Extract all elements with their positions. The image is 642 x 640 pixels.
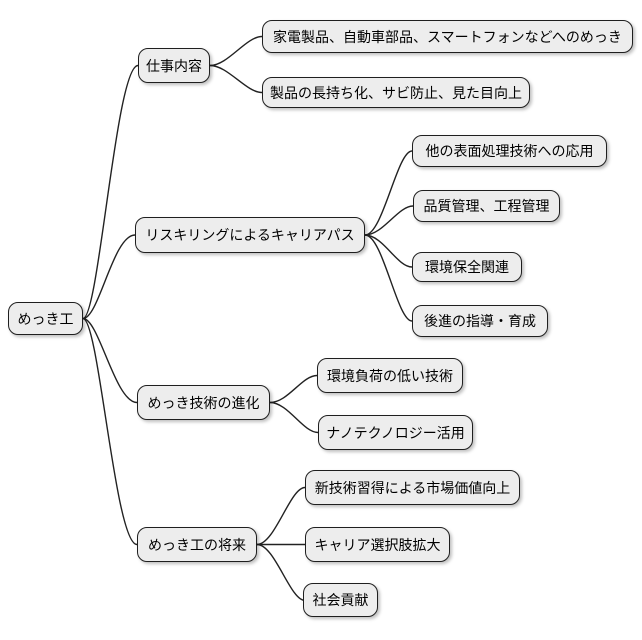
connector-root-reskilling xyxy=(82,234,136,320)
connector-job-targets xyxy=(209,35,263,67)
connector-reskilling-environment xyxy=(364,234,413,268)
leaf-quality-process-management: 品質管理、工程管理 xyxy=(413,190,560,222)
connector-evolution-nanotech xyxy=(269,401,319,434)
connector-future-social xyxy=(256,543,306,602)
connector-root-job xyxy=(82,64,139,320)
leaf-product-benefits: 製品の長持ち化、サビ防止、見た目向上 xyxy=(262,77,530,108)
leaf-environment-preservation: 環境保全関連 xyxy=(412,252,522,282)
branch-plating-worker-future: めっき工の将来 xyxy=(137,527,257,562)
leaf-nanotechnology-use: ナノテクノロジー活用 xyxy=(318,415,473,450)
leaf-social-contribution: 社会貢献 xyxy=(303,583,378,617)
leaf-career-options-expansion: キャリア選択肢拡大 xyxy=(305,527,450,562)
leaf-mentoring-successors: 後進の指導・育成 xyxy=(412,305,548,337)
connector-reskilling-quality xyxy=(364,205,414,236)
connector-job-benefits xyxy=(209,64,263,94)
branch-reskilling-career-path: リスキリングによるキャリアパス xyxy=(135,217,365,253)
branch-plating-tech-evolution: めっき技術の進化 xyxy=(137,385,270,420)
connector-evolution-lowimpact xyxy=(269,374,318,404)
leaf-surface-treatment-application: 他の表面処理技術への応用 xyxy=(412,135,607,167)
leaf-low-environmental-impact-tech: 環境負荷の低い技術 xyxy=(317,358,463,393)
connector-reskilling-surface xyxy=(364,150,413,236)
leaf-market-value-improvement: 新技術習得による市場価値向上 xyxy=(305,470,520,505)
connector-root-evolution xyxy=(82,317,138,404)
leaf-plating-targets: 家電製品、自動車部品、スマートフォンなどへのめっき xyxy=(262,20,633,53)
node-root-plating-worker: めっき工 xyxy=(8,302,83,335)
branch-job-description: 仕事内容 xyxy=(138,48,210,83)
connector-future-marketvalue xyxy=(256,486,306,546)
connector-reskilling-mentoring xyxy=(364,234,413,322)
connector-root-future xyxy=(82,317,138,546)
